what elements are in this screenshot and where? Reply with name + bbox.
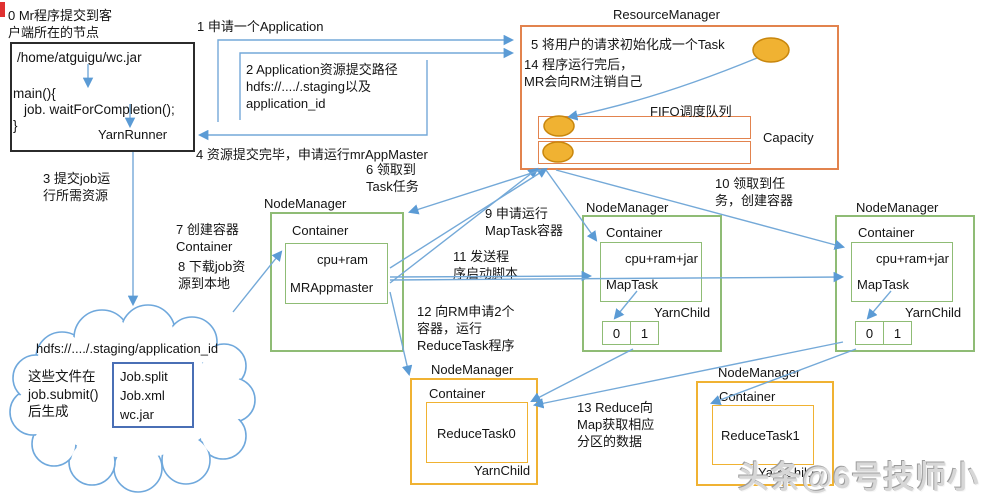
nm2-process: MapTask	[606, 277, 659, 292]
nm3-container-box	[851, 242, 953, 302]
step1-label: 1 申请一个Application	[197, 19, 324, 34]
fifo-queue-2	[538, 141, 751, 164]
step2-label: 2 Application资源提交路径 hdfs://..../.staging…	[246, 62, 398, 111]
nm5-yarnchild-label: YarnChild	[758, 465, 815, 480]
client-note: 0 Mr程序提交到客 户端所在的节点	[8, 8, 113, 40]
nm1-container-label: Container	[292, 223, 349, 238]
step14-label: 14 程序运行完后， MR会向RM注销自己	[524, 57, 643, 89]
step10-label: 10 领取到任 务，创建容器	[715, 176, 794, 208]
nm5-container-label: Container	[719, 389, 776, 404]
capacity-label: Capacity	[763, 130, 814, 145]
nm3-process: MapTask	[857, 277, 910, 292]
step9-label: 9 申请运行 MapTask容器	[485, 206, 564, 238]
hdfs-note: 这些文件在 job.submit() 后生成	[28, 369, 99, 420]
step7-label: 7 创建容器 Container	[176, 222, 239, 254]
nm2-partition-0: 0	[602, 321, 631, 345]
toutiao-watermark: 头条@6号技师小孙	[738, 460, 980, 495]
step8-label: 8 下载job资 源到本地	[178, 259, 246, 291]
nm4-container-box	[426, 402, 528, 463]
nm1-resource: cpu+ram	[317, 252, 368, 267]
step11-label: 11 发送程 序启动脚本	[453, 249, 519, 281]
nm3-partition-0: 0	[855, 321, 884, 345]
resource-manager-title: ResourceManager	[613, 7, 720, 22]
nm4-title: NodeManager	[431, 362, 514, 377]
nm1-container-box	[285, 243, 388, 304]
nm1-process: MRAppmaster	[290, 280, 374, 295]
code-wait: job. waitForCompletion();	[24, 102, 175, 117]
nm4-process: ReduceTask0	[437, 426, 516, 441]
client-node-box	[10, 42, 195, 152]
nm2-yarnchild-label: YarnChild	[654, 305, 711, 320]
code-main: main(){	[13, 86, 56, 101]
nm4-yarnchild-label: YarnChild	[474, 463, 531, 478]
step6-label: 6 领取到 Task任务	[366, 162, 419, 194]
step3-label: 3 提交job运 行所需资源	[43, 171, 111, 203]
nm2-partition-1: 1	[630, 321, 659, 345]
nm3-title: NodeManager	[856, 200, 939, 215]
nm4-container-label: Container	[429, 386, 486, 401]
yarn-runner-label: YarnRunner	[98, 127, 168, 142]
arrow-step13-map-to-reduce0-a	[530, 348, 634, 402]
nm1-title: NodeManager	[264, 196, 347, 211]
red-corner-mark	[0, 2, 5, 17]
jar-path: /home/atguigu/wc.jar	[17, 50, 142, 65]
nm2-container-label: Container	[606, 225, 663, 240]
nm4-box	[410, 378, 538, 485]
nm5-title: NodeManager	[718, 365, 801, 380]
hdfs-staging-path: hdfs://..../.staging/application_id	[36, 341, 219, 356]
step12-label: 12 向RM申请2个 容器，运行 ReduceTask程序	[417, 304, 515, 353]
resource-manager-box	[520, 25, 839, 170]
step4-label: 4 资源提交完毕，申请运行mrAppMaster	[196, 147, 428, 162]
step5-label: 5 将用户的请求初始化成一个Task	[531, 37, 725, 52]
nm2-title: NodeManager	[586, 200, 669, 215]
nm3-resource: cpu+ram+jar	[876, 251, 949, 266]
nm5-process: ReduceTask1	[721, 428, 800, 443]
fifo-queue-label: FIFO调度队列	[650, 104, 732, 119]
nm3-yarnchild-label: YarnChild	[905, 305, 962, 320]
nm2-resource: cpu+ram+jar	[625, 251, 698, 266]
nm3-container-label: Container	[858, 225, 915, 240]
code-brace: }	[13, 118, 18, 133]
step13-label: 13 Reduce向 Map获取相应 分区的数据	[577, 400, 655, 449]
nm3-partition-1: 1	[883, 321, 912, 345]
nm3-box	[835, 215, 975, 352]
hdfs-files-box: Job.split Job.xml wc.jar	[112, 362, 194, 428]
